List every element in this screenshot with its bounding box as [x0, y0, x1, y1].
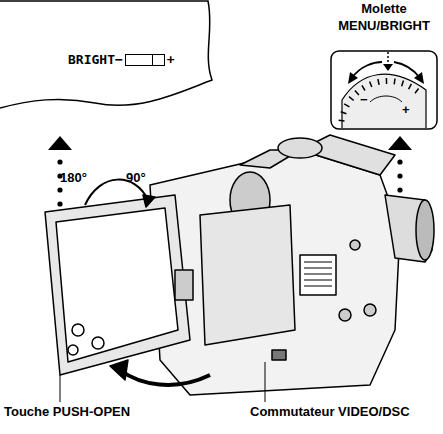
level-marker	[152, 55, 154, 65]
dial-box: Molette MENU/BRIGHT−+	[330, 50, 438, 130]
part-name: Commutateur VIDEO/DSC	[250, 404, 410, 419]
dial-title: Molette MENU/BRIGHT	[320, 0, 443, 34]
dial-drawing	[330, 50, 438, 130]
level-bar	[125, 54, 165, 66]
screen-row: BRIGHT− +	[68, 52, 175, 67]
plus-sign: +	[402, 102, 410, 117]
screen-text: BRIGHT−	[68, 52, 123, 67]
angle-label: 180°	[60, 170, 87, 185]
screen-text: +	[167, 52, 175, 67]
minus-sign: −	[360, 92, 368, 107]
part-name: Touche PUSH-OPEN	[4, 404, 130, 419]
angle-label: 90°	[126, 170, 146, 185]
screen-display: BRIGHT− +	[0, 0, 215, 112]
